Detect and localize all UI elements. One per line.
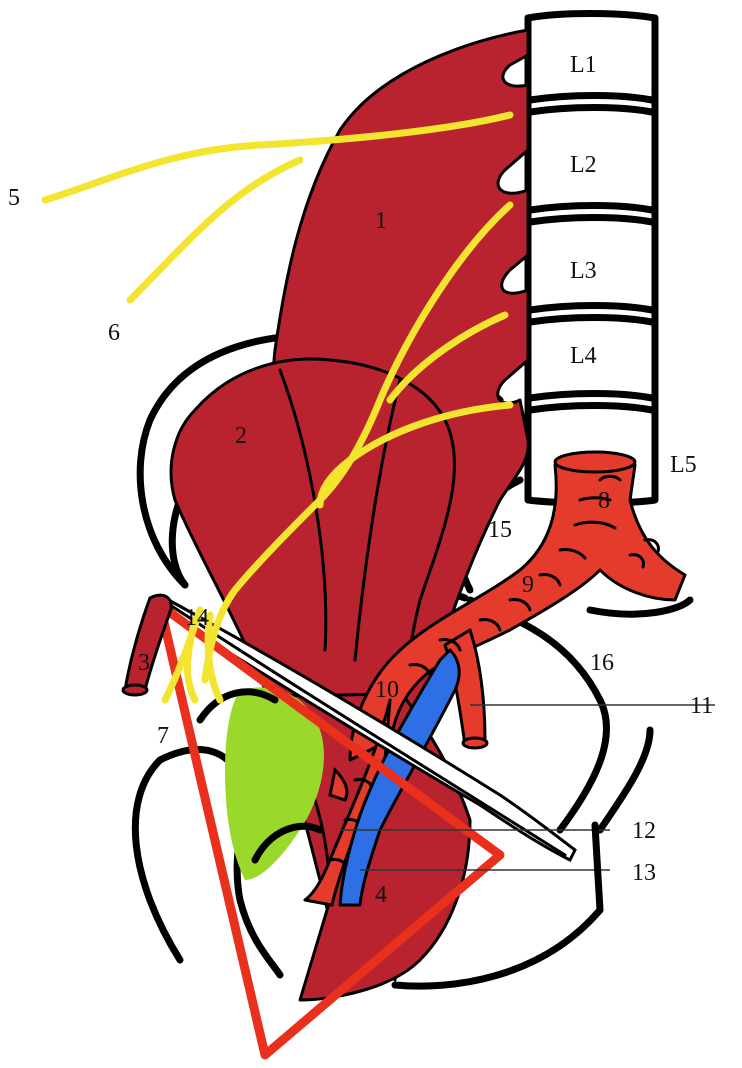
structure-label-14: 14 <box>185 605 209 631</box>
nerve-6 <box>130 160 300 300</box>
structure-label-1: 1 <box>375 208 387 234</box>
vertebra-label-l4: L4 <box>570 343 597 369</box>
structure-label-8: 8 <box>598 488 610 514</box>
vertebra-label-l3: L3 <box>570 258 597 284</box>
vertebra-label-l2: L2 <box>570 152 597 178</box>
structure-label-13: 13 <box>632 860 656 886</box>
structure-label-12: 12 <box>632 818 656 844</box>
structure-label-9: 9 <box>522 572 534 598</box>
structure-label-2: 2 <box>235 423 247 449</box>
structure-label-4: 4 <box>375 882 387 908</box>
structure-label-7: 7 <box>157 723 169 749</box>
structure-label-15: 15 <box>488 517 512 543</box>
structure-label-16: 16 <box>590 650 614 676</box>
vertebra-label-l5: L5 <box>670 452 697 478</box>
structure-label-11: 11 <box>690 693 713 719</box>
structure-label-6: 6 <box>108 320 120 346</box>
structure-label-10: 10 <box>375 677 399 703</box>
structure-label-3: 3 <box>138 650 150 676</box>
vertebra-label-l1: L1 <box>570 52 597 78</box>
structure-label-5: 5 <box>8 185 20 211</box>
